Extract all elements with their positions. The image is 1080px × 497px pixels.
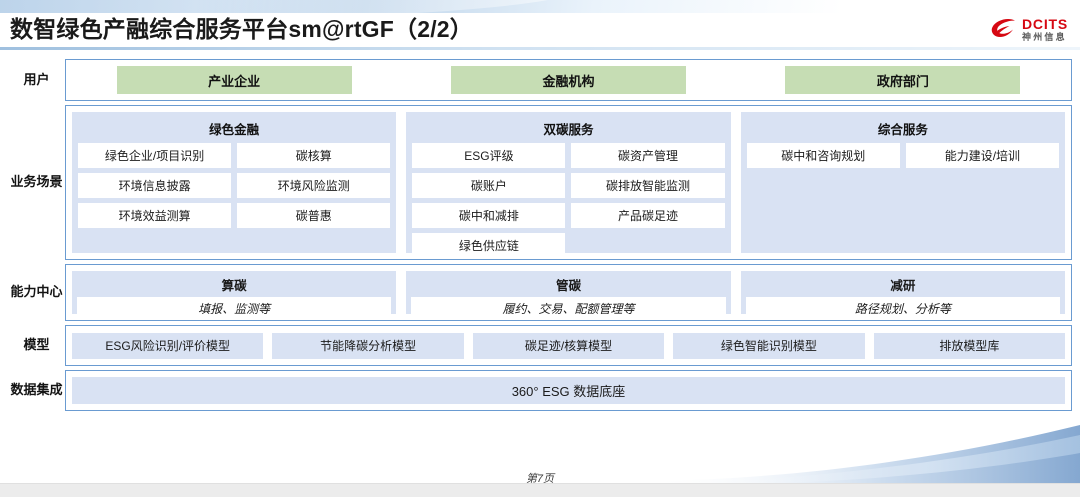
capability-group-carbon-management: 管碳 履约、交易、配额管理等	[406, 271, 731, 319]
scenario-item[interactable]: 产品碳足迹	[571, 203, 725, 228]
row-body-data-integration: 360° ESG 数据底座	[65, 370, 1072, 411]
scenario-group-title: 双碳服务	[543, 123, 594, 137]
row-data-integration: 数据集成 360° ESG 数据底座	[8, 370, 1072, 411]
scenario-item[interactable]: ESG评级	[412, 143, 566, 168]
dcits-logo: DCITS 神州信息	[990, 13, 1068, 45]
user-box-industry[interactable]: 产业企业	[116, 66, 352, 94]
scenario-item[interactable]: 碳核算	[237, 143, 391, 168]
title-divider	[0, 47, 1080, 50]
capability-group-title: 减研	[890, 279, 916, 293]
row-label-users: 用户	[23, 71, 50, 87]
scenario-item[interactable]: 碳资产管理	[571, 143, 725, 168]
architecture-grid: 用户 产业企业 金融机构 政府部门 业务场景 绿色金融 绿色企业/项目识别 碳核…	[8, 59, 1072, 411]
row-model: 模型 ESG风险识别/评价模型 节能降碳分析模型 碳足迹/核算模型 绿色智能识别…	[8, 325, 1072, 366]
scenario-item[interactable]: 碳中和减排	[412, 203, 566, 228]
swoosh-logo-icon	[991, 19, 1015, 37]
row-users: 用户 产业企业 金融机构 政府部门	[8, 59, 1072, 101]
scenario-item-list: 绿色企业/项目识别 碳核算 环境信息披露 环境风险监测 环境效益测算 碳普惠	[78, 143, 391, 228]
scenario-group-title: 综合服务	[877, 123, 928, 137]
capability-group-subtitle[interactable]: 履约、交易、配额管理等	[411, 297, 726, 319]
scenario-item[interactable]: 碳账户	[412, 173, 566, 198]
model-box[interactable]: ESG风险识别/评价模型	[72, 332, 264, 359]
row-capability-center: 能力中心 算碳 填报、监测等 管碳 履约、交易、配额管理等 减研 路径规划、分析…	[8, 264, 1072, 321]
slide-page-number: 第7页	[525, 473, 555, 485]
scenario-item[interactable]: 能力建设/培训	[905, 143, 1059, 168]
row-business-scenarios: 业务场景 绿色金融 绿色企业/项目识别 碳核算 环境信息披露 环境风险监测 环境…	[8, 105, 1072, 260]
user-cell: 金融机构	[405, 66, 731, 94]
row-label-model: 模型	[23, 337, 50, 353]
scenario-group-title: 绿色金融	[209, 123, 260, 137]
capability-group-subtitle[interactable]: 路径规划、分析等	[745, 297, 1060, 319]
scenario-group-green-finance: 绿色金融 绿色企业/项目识别 碳核算 环境信息披露 环境风险监测 环境效益测算 …	[72, 112, 397, 253]
data-foundation-box[interactable]: 360° ESG 数据底座	[72, 377, 1065, 404]
model-box[interactable]: 排放模型库	[873, 332, 1066, 359]
slide-header: 数智绿色产融综合服务平台sm@rtGF（2/2） DCITS 神州信息	[8, 8, 1072, 48]
capability-group-carbon-accounting: 算碳 填报、监测等	[72, 271, 397, 319]
scenario-item[interactable]: 环境风险监测	[237, 173, 391, 198]
model-box[interactable]: 节能降碳分析模型	[272, 332, 464, 359]
scenario-item[interactable]: 碳中和咨询规划	[746, 143, 900, 168]
scenario-item[interactable]: 绿色供应链	[412, 233, 566, 258]
capability-group-title: 算碳	[221, 279, 247, 293]
logo-name: DCITS	[1022, 15, 1068, 32]
scenario-item[interactable]: 碳排放智能监测	[571, 173, 725, 198]
capability-group-emission-reduction-research: 减研 路径规划、分析等	[740, 271, 1065, 319]
page-title: 数智绿色产融综合服务平台sm@rtGF（2/2）	[10, 16, 473, 42]
scenario-item[interactable]: 碳普惠	[237, 203, 391, 228]
slide-bottom-bar	[0, 483, 1080, 497]
capability-group-title: 管碳	[555, 279, 581, 293]
row-body-model: ESG风险识别/评价模型 节能降碳分析模型 碳足迹/核算模型 绿色智能识别模型 …	[65, 325, 1072, 366]
scenario-item-list: 碳中和咨询规划 能力建设/培训	[746, 143, 1059, 168]
row-label-data-integration: 数据集成	[10, 382, 63, 398]
scenario-group-comprehensive: 综合服务 碳中和咨询规划 能力建设/培训	[740, 112, 1065, 253]
logo-text: DCITS 神州信息	[1022, 17, 1068, 42]
row-label-business-scenarios: 业务场景	[10, 174, 63, 190]
scenario-item[interactable]: 环境信息披露	[78, 173, 232, 198]
slide-top-decoration	[0, 0, 1080, 13]
row-body-capability-center: 算碳 填报、监测等 管碳 履约、交易、配额管理等 减研 路径规划、分析等	[65, 264, 1072, 321]
user-cell: 产业企业	[71, 66, 397, 94]
row-body-business-scenarios: 绿色金融 绿色企业/项目识别 碳核算 环境信息披露 环境风险监测 环境效益测算 …	[65, 105, 1072, 260]
user-cell: 政府部门	[740, 66, 1066, 94]
row-label-capability-center: 能力中心	[10, 284, 63, 300]
user-box-government[interactable]: 政府部门	[785, 66, 1021, 94]
logo-subtitle: 神州信息	[1022, 31, 1067, 42]
scenario-item[interactable]: 绿色企业/项目识别	[78, 143, 232, 168]
capability-group-subtitle[interactable]: 填报、监测等	[77, 297, 392, 319]
row-body-users: 产业企业 金融机构 政府部门	[65, 59, 1072, 101]
model-box[interactable]: 碳足迹/核算模型	[472, 332, 665, 359]
user-box-financial[interactable]: 金融机构	[451, 66, 686, 94]
scenario-item-list: ESG评级 碳资产管理 碳账户 碳排放智能监测 碳中和减排 产品碳足迹 绿色供应…	[412, 143, 725, 258]
scenario-item[interactable]: 环境效益测算	[78, 203, 232, 228]
scenario-group-dual-carbon: 双碳服务 ESG评级 碳资产管理 碳账户 碳排放智能监测 碳中和减排 产品碳足迹…	[406, 112, 731, 258]
model-box[interactable]: 绿色智能识别模型	[673, 332, 865, 359]
